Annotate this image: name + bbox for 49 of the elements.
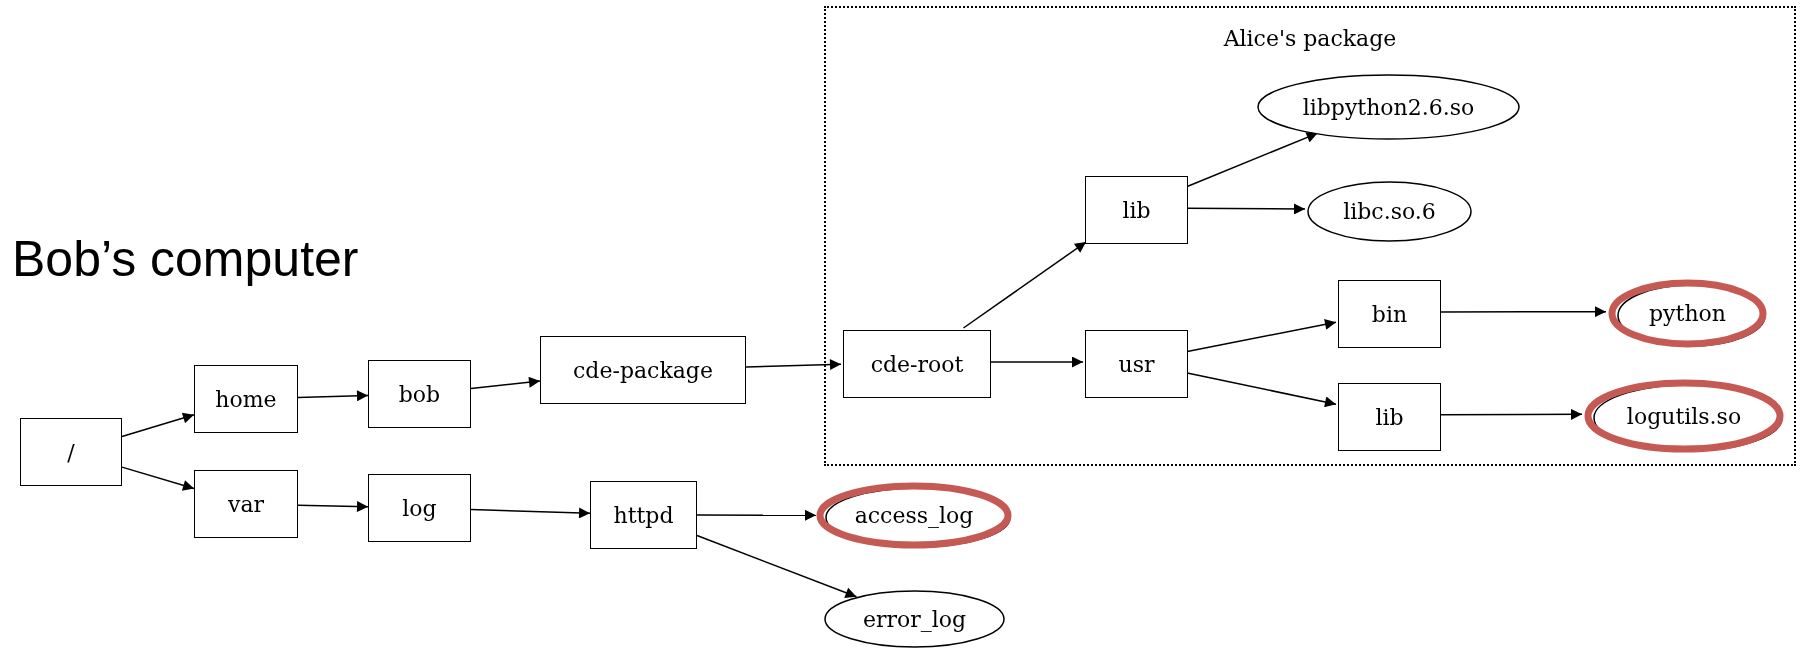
node-label: logutils.so: [1626, 402, 1742, 431]
arrow: [121, 412, 195, 438]
node-label: usr: [1118, 350, 1155, 379]
node-label: /: [67, 438, 75, 467]
diagram-label: Bob’s computer: [12, 230, 359, 289]
node-label: cde-package: [573, 356, 713, 385]
node-label: var: [227, 490, 265, 519]
file-ellipse: [824, 590, 1005, 648]
arrow: [470, 507, 591, 519]
file-ellipse: [816, 482, 1012, 549]
group-title: Alice's package: [1222, 25, 1398, 53]
node-label: access_log: [854, 502, 974, 530]
node-label: log: [402, 494, 437, 523]
arrow: [121, 466, 195, 491]
node-label: libpython2.6.so: [1302, 93, 1475, 122]
arrow: [745, 359, 842, 370]
folder-box: [1085, 176, 1188, 244]
arrow: [696, 509, 817, 521]
folder-box: [194, 365, 298, 433]
folder-box: [20, 418, 122, 486]
folder-box: [1338, 280, 1441, 348]
file-ellipse: [1257, 74, 1520, 140]
node-label: cde-root: [870, 350, 964, 379]
node-label: lib: [1122, 196, 1151, 225]
arrow: [962, 241, 1087, 329]
folder-box: [1338, 383, 1441, 451]
node-label: bin: [1371, 300, 1408, 329]
folder-box: [590, 481, 697, 549]
file-ellipse: [1584, 379, 1784, 453]
folder-box: [368, 474, 471, 542]
node-label: lib: [1375, 403, 1404, 432]
node-label: home: [215, 385, 277, 414]
node-label: libc.so.6: [1343, 198, 1436, 226]
file-ellipse: [1608, 279, 1767, 348]
node-label: bob: [398, 380, 441, 409]
folder-box: [1085, 330, 1188, 398]
node-label: httpd: [613, 501, 674, 530]
file-ellipse: [1307, 181, 1472, 242]
folder-box: [843, 330, 991, 398]
folder-box: [194, 470, 298, 538]
arrow: [297, 501, 369, 513]
node-label: error_log: [862, 605, 967, 634]
arrow: [696, 534, 858, 598]
folder-box: [368, 360, 471, 428]
folder-box: [540, 336, 746, 404]
arrow: [470, 376, 541, 390]
arrow: [297, 390, 369, 402]
package-group: [824, 6, 1796, 466]
node-label: python: [1649, 300, 1726, 328]
